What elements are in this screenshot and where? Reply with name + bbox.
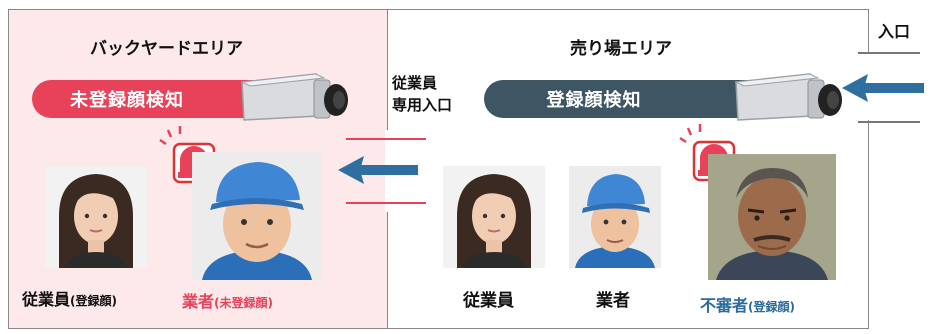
suspicious-person-portrait bbox=[708, 154, 836, 280]
vendor-portrait bbox=[569, 166, 661, 268]
entrance-label: 入口 bbox=[878, 22, 911, 41]
arrow-left-icon bbox=[338, 156, 418, 184]
vendor-unregistered-note: (未登録顔) bbox=[214, 296, 273, 310]
suspicious-registered-label: 不審者(登録顔) bbox=[700, 292, 795, 316]
vendor-unregistered-label: 業者(未登録顔) bbox=[182, 288, 273, 312]
backyard-zone-title: バックヤードエリア bbox=[90, 39, 243, 59]
employee-label: 従業員 bbox=[463, 291, 514, 311]
entrance-wall-top bbox=[858, 52, 920, 54]
sales-zone-title: 売り場エリア bbox=[570, 39, 672, 59]
vendor-unregistered-main: 業者 bbox=[182, 292, 215, 311]
registered-detection-label: 登録顔検知 bbox=[546, 90, 642, 111]
employee-registered-note: (登録顔) bbox=[70, 294, 117, 308]
employee-portrait bbox=[443, 166, 545, 268]
staff-entrance-label: 従業員 専用入口 bbox=[392, 74, 453, 114]
suspicious-registered-note: (登録顔) bbox=[748, 300, 795, 314]
staff-entrance-line-bottom bbox=[346, 202, 426, 204]
registered-face-detection-bar: 登録顔検知 bbox=[484, 80, 764, 118]
entrance-mask bbox=[870, 9, 935, 39]
unregistered-face-detection-bar: 未登録顔検知 bbox=[32, 80, 262, 118]
vendor-portrait bbox=[192, 152, 322, 280]
camera-icon bbox=[240, 73, 348, 121]
suspicious-registered-main: 不審者 bbox=[700, 296, 749, 315]
camera-icon bbox=[734, 73, 842, 121]
employee-registered-main: 従業員 bbox=[22, 290, 71, 309]
entrance-wall-bottom bbox=[858, 121, 920, 123]
employee-portrait bbox=[45, 166, 147, 268]
employee-registered-label: 従業員(登録顔) bbox=[22, 286, 117, 310]
arrow-left-icon bbox=[842, 74, 924, 102]
unregistered-detection-label: 未登録顔検知 bbox=[70, 90, 184, 111]
staff-entrance-line-top bbox=[346, 138, 426, 140]
vendor-label: 業者 bbox=[596, 291, 630, 311]
